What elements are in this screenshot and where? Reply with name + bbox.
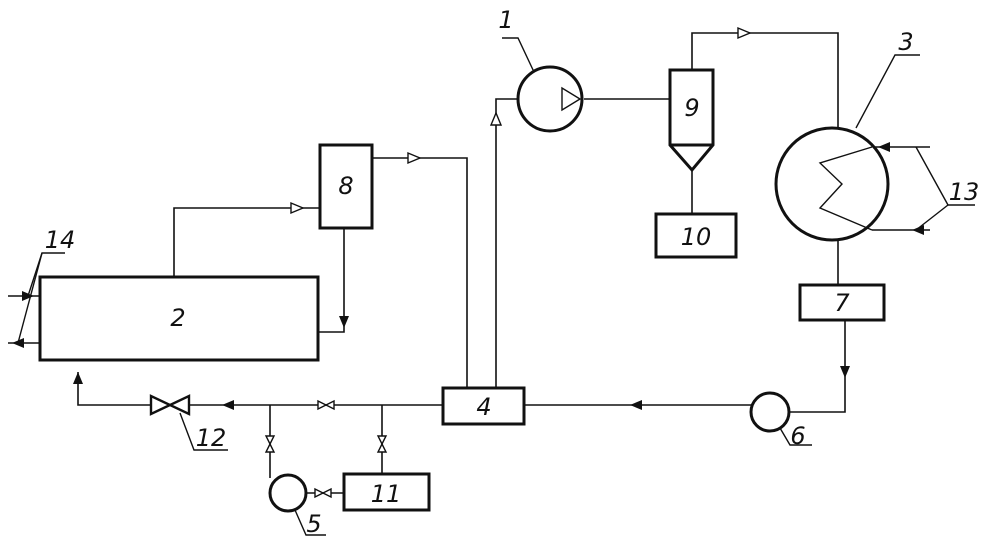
unit-6-pump [749, 391, 791, 433]
arrow-down-7-to-6 [840, 366, 850, 378]
label-2: 2 [170, 304, 185, 332]
line-4-to-1 [495, 98, 518, 388]
valve-icon-5-11 [314, 487, 325, 499]
arrow-13-inlet [912, 225, 924, 235]
valve-icon-5-11-b [321, 487, 332, 499]
leader-lines [17, 37, 975, 536]
label-4: 4 [476, 393, 491, 421]
valve-12-icon-right [167, 394, 191, 416]
valve-icon-to-11-b [376, 442, 388, 453]
leader-5 [294, 509, 326, 536]
unit-3-heater [774, 126, 890, 242]
equipment [38, 65, 890, 513]
unit-10-box [654, 212, 738, 259]
leader-6 [779, 427, 812, 446]
line-9-to-3 [691, 32, 839, 128]
unit-4-box [441, 386, 526, 426]
leader-1 [502, 37, 535, 73]
unit-2-box [38, 275, 320, 362]
line-4-to-2 [77, 372, 443, 406]
label-1: 1 [498, 6, 513, 34]
label-7: 7 [834, 289, 850, 317]
arrow-into-2 [73, 372, 83, 384]
arrow-hollow-8-to-4 [407, 151, 422, 165]
flow-arrows [12, 26, 924, 410]
leader-12 [179, 412, 228, 451]
label-9: 9 [684, 94, 699, 122]
arrow-13-outlet [878, 142, 890, 152]
line-7-to-6 [790, 320, 846, 413]
valve-icon-to-5 [264, 435, 276, 446]
valve-12-icon [149, 394, 173, 416]
arrow-hollow-2-to-8 [290, 201, 305, 215]
heater-3-coil-icon [818, 146, 873, 231]
unit-1-fan [516, 65, 584, 133]
arrow-left-main [222, 400, 234, 410]
valve-icon-to-11 [376, 435, 388, 446]
valves [149, 394, 388, 499]
label-13: 13 [949, 178, 980, 206]
unit-7-box [798, 283, 886, 322]
label-5: 5 [306, 510, 321, 538]
valve-icon-to-5-b [264, 442, 276, 453]
unit-11-box [342, 472, 431, 512]
fan-1-impeller-icon [561, 86, 582, 112]
leader-14b [17, 252, 43, 344]
labels: 1 2 3 4 5 6 7 8 9 10 11 12 13 14 [45, 6, 980, 538]
leader-3 [855, 54, 920, 129]
line-8-to-4 [372, 157, 468, 388]
unit-5-pump [268, 473, 308, 513]
line-8-to-2 [318, 228, 345, 333]
leader-13b [915, 204, 949, 231]
label-6: 6 [790, 422, 805, 450]
label-14: 14 [45, 226, 76, 254]
label-8: 8 [338, 172, 353, 200]
valve-icon-main-b [324, 399, 335, 411]
label-11: 11 [371, 480, 402, 508]
unit-8-box [318, 143, 374, 230]
label-3: 3 [898, 28, 913, 56]
arrow-left-from-6 [630, 400, 642, 410]
arrow-down-8-to-2 [339, 316, 349, 328]
line-2-to-8 [173, 207, 320, 277]
label-10: 10 [681, 223, 712, 251]
arrow-hollow-9-to-3 [737, 26, 752, 40]
valve-icon-main [317, 399, 328, 411]
arrow-hollow-4-to-1 [489, 111, 503, 126]
label-12: 12 [196, 424, 227, 452]
